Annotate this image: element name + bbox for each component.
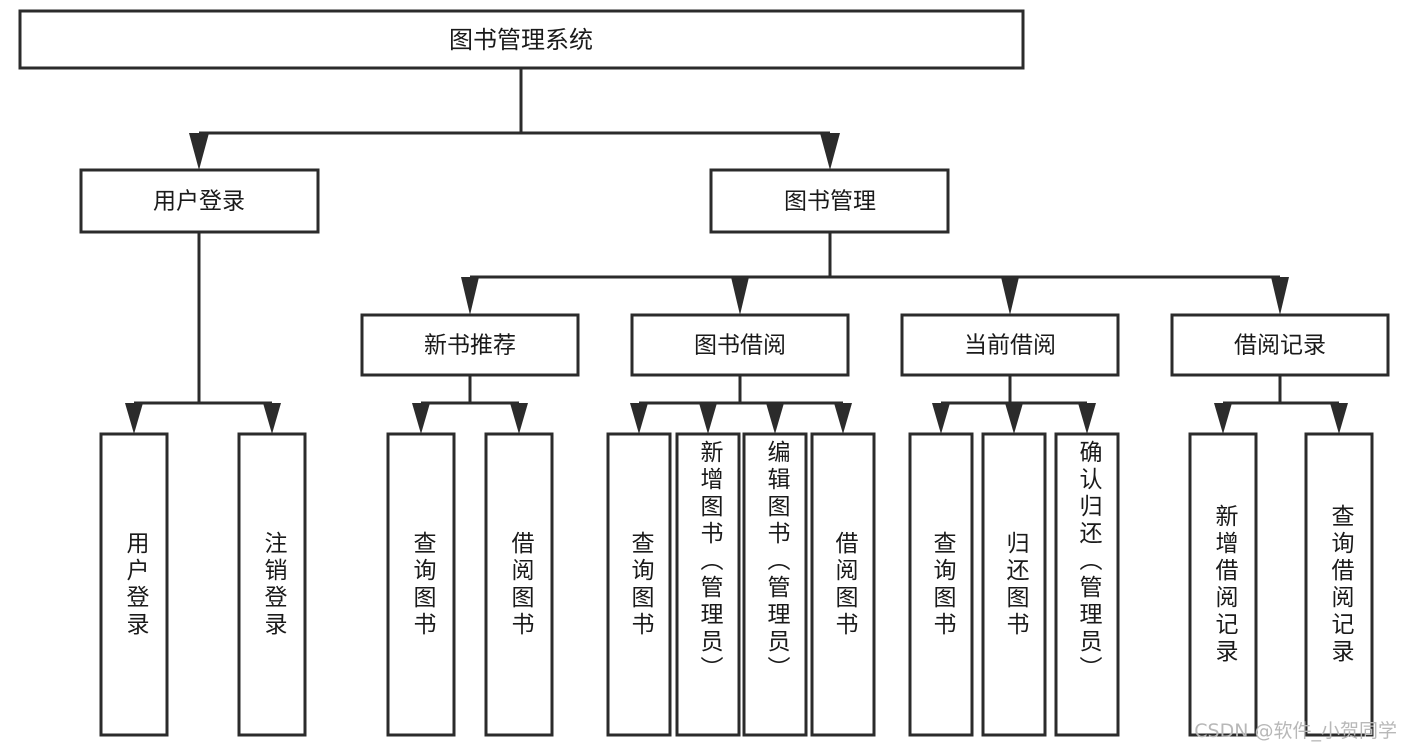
- leaf-borrow-3[interactable]: [810, 432, 876, 737]
- label-new-book-recommend: 新书推荐: [424, 333, 516, 359]
- arrow-newbook-leaf-1: [510, 403, 528, 434]
- label-current-borrow: 当前借阅: [964, 333, 1056, 359]
- label-book-borrow: 图书借阅: [694, 333, 786, 359]
- arrow-bookmgmt-to-new-book: [461, 277, 479, 315]
- arrow-root-to-book-management: [820, 133, 840, 170]
- arrow-borrow-leaf-0: [630, 403, 648, 434]
- leaf-record-1[interactable]: [1304, 432, 1374, 737]
- arrow-borrow-leaf-2: [766, 403, 784, 434]
- arrow-root-to-user-login: [189, 133, 209, 170]
- label-borrow-record: 借阅记录: [1234, 333, 1326, 359]
- arrow-record-leaf-1: [1330, 403, 1348, 434]
- leaf-current-2[interactable]: [1054, 432, 1120, 737]
- label-book-management: 图书管理: [784, 189, 876, 215]
- leaf-record-0[interactable]: [1188, 432, 1258, 737]
- leaf-current-0[interactable]: [908, 432, 974, 737]
- arrow-borrow-leaf-3: [834, 403, 852, 434]
- leaf-current-1[interactable]: [981, 432, 1047, 737]
- arrow-current-leaf-1: [1005, 403, 1023, 434]
- node-new-book-recommend[interactable]: [360, 313, 580, 377]
- leaf-borrow-2[interactable]: [742, 432, 808, 737]
- node-current-borrow[interactable]: [900, 313, 1120, 377]
- leaf-new-book-1[interactable]: [484, 432, 554, 737]
- label-root-system: 图书管理系统: [449, 26, 593, 54]
- arrow-bookmgmt-to-current: [1001, 277, 1019, 315]
- leaf-new-book-0[interactable]: [386, 432, 456, 737]
- arrow-current-leaf-2: [1078, 403, 1096, 434]
- arrow-current-leaf-0: [932, 403, 950, 434]
- node-root-system[interactable]: [18, 9, 1025, 70]
- arrow-borrow-leaf-1: [699, 403, 717, 434]
- arrow-bookmgmt-to-record: [1271, 277, 1289, 315]
- arrow-userlogin-leaf-1: [263, 403, 281, 434]
- label-user-login: 用户登录: [153, 189, 245, 215]
- node-user-login[interactable]: [79, 168, 320, 234]
- leaf-borrow-1[interactable]: [675, 432, 741, 737]
- leaf-borrow-0[interactable]: [606, 432, 672, 737]
- arrow-record-leaf-0: [1214, 403, 1232, 434]
- arrow-bookmgmt-to-borrow: [731, 277, 749, 315]
- arrow-newbook-leaf-0: [412, 403, 430, 434]
- arrow-userlogin-leaf-0: [125, 403, 143, 434]
- leaf-user-login-1[interactable]: [237, 432, 307, 737]
- leaf-user-login-0[interactable]: [99, 432, 169, 737]
